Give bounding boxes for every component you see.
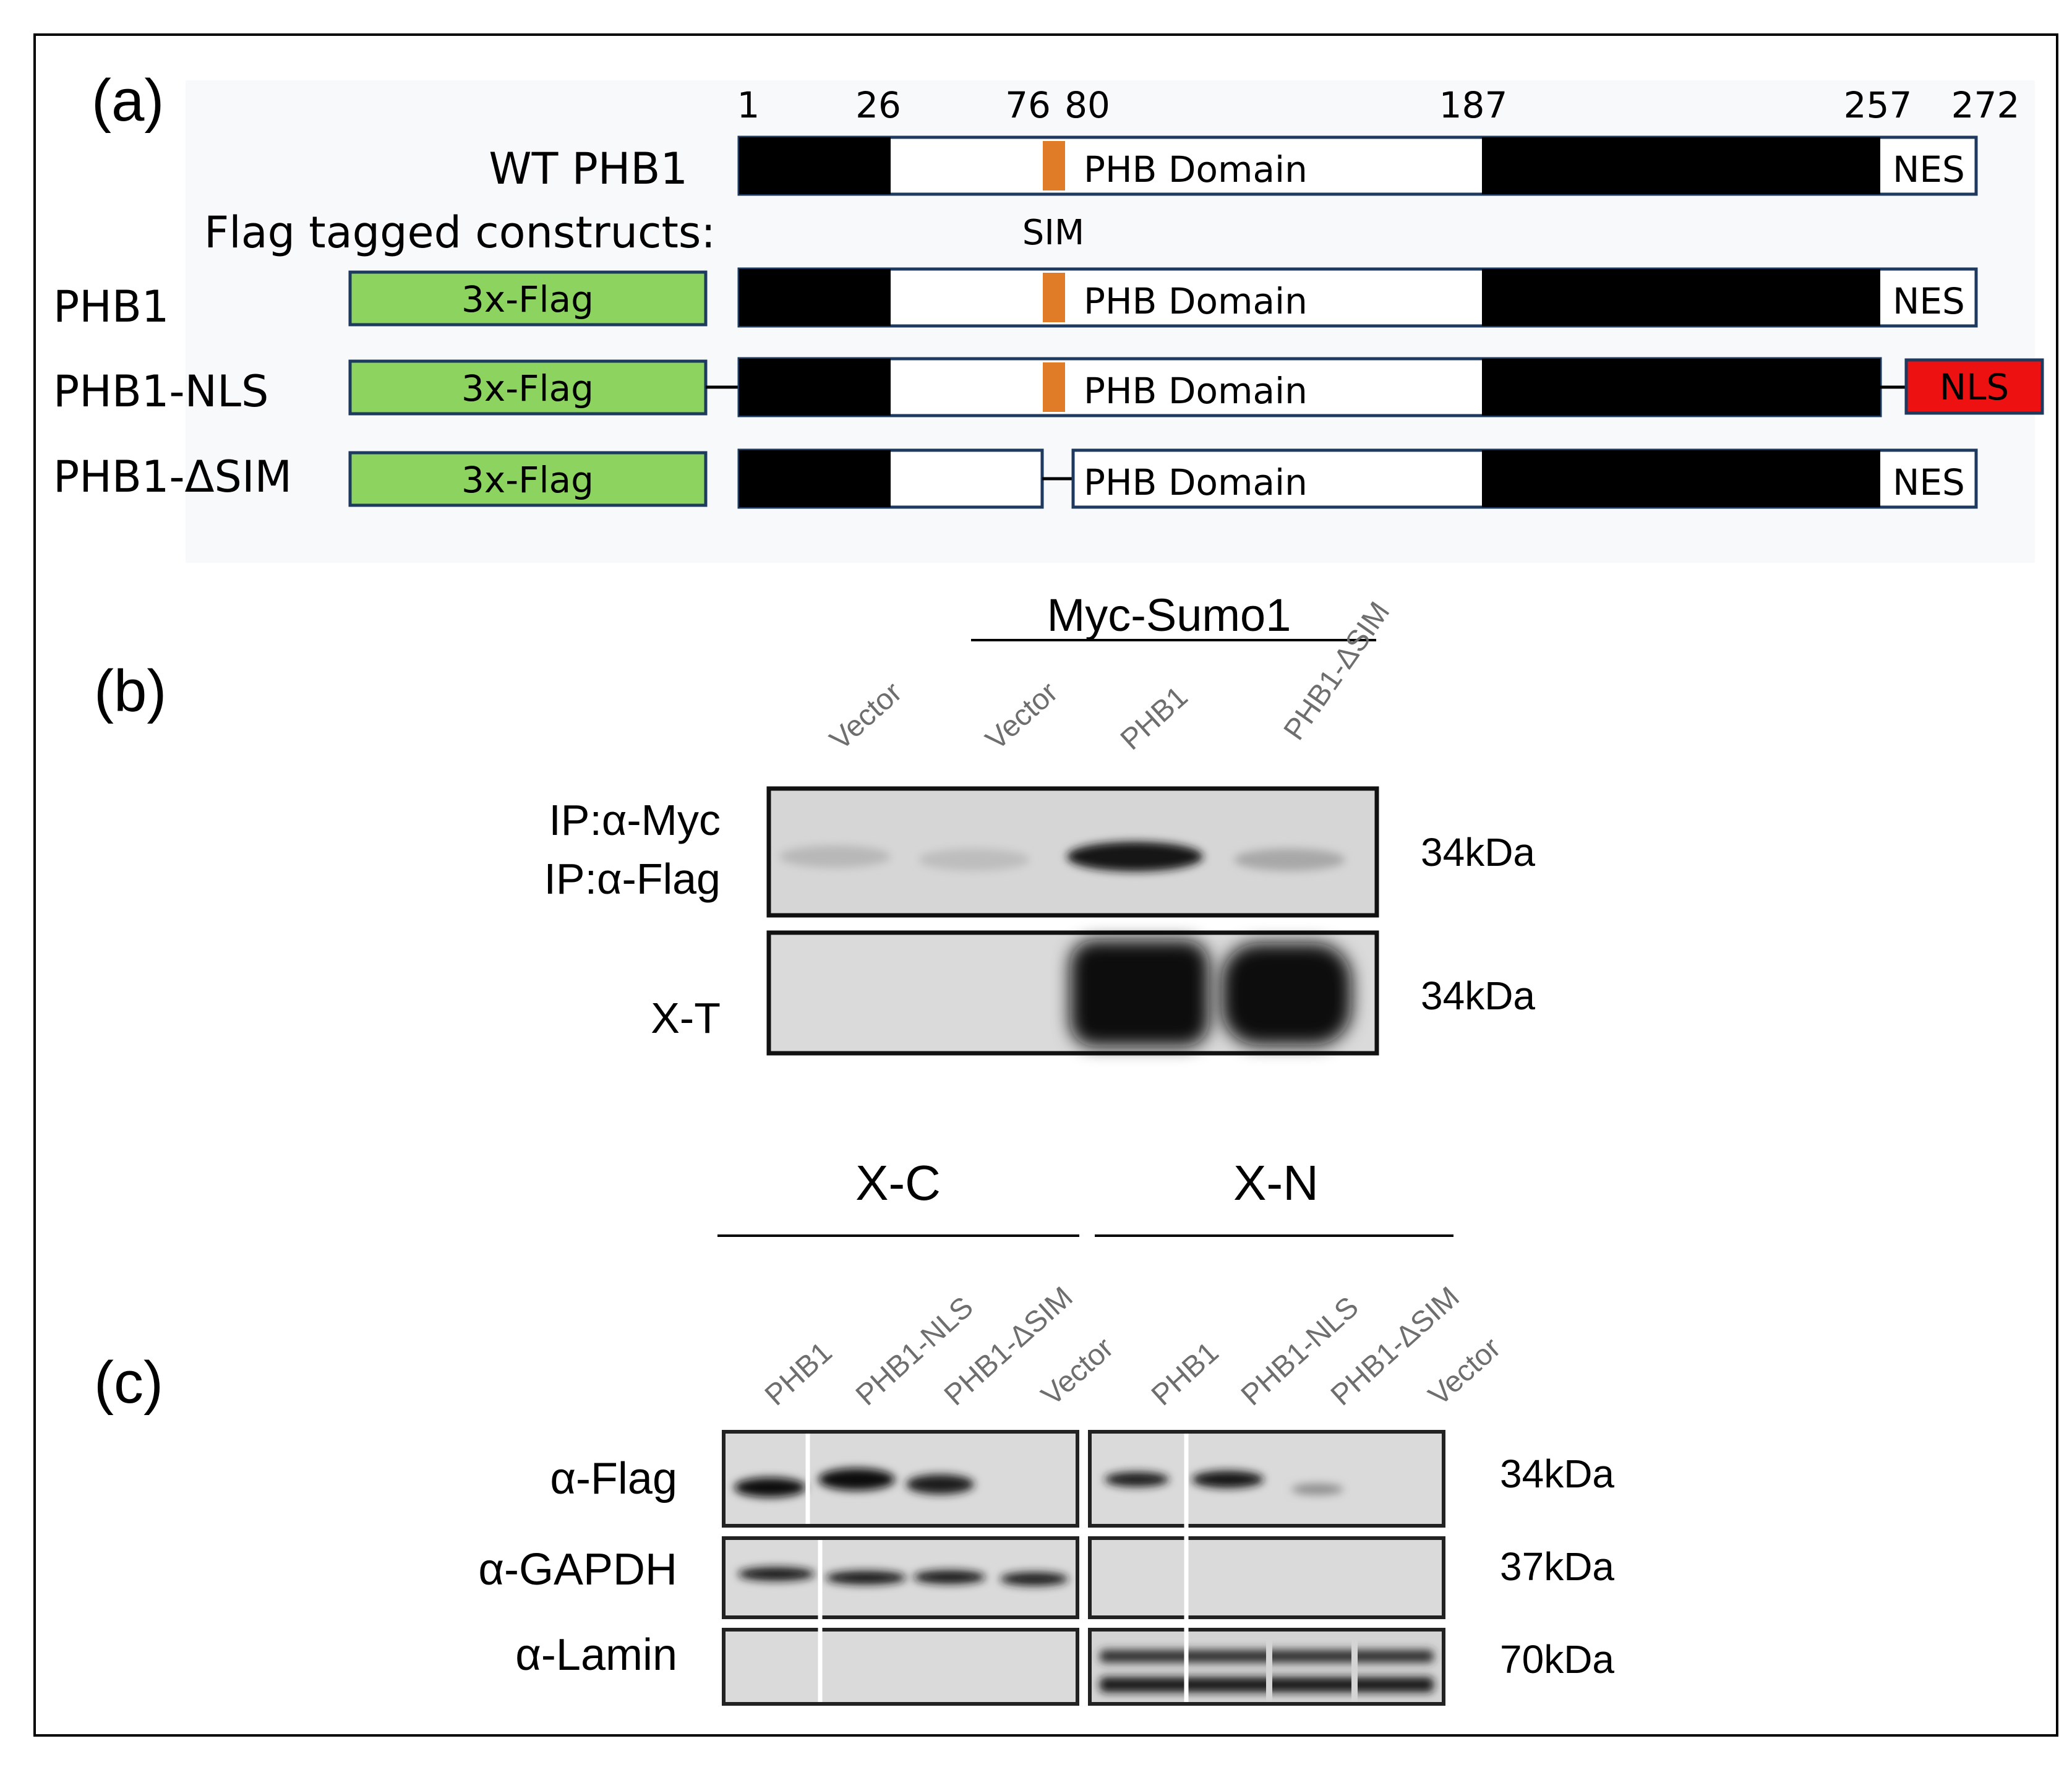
xc-gapdh-band-1 <box>738 1567 815 1581</box>
blot-c-size-flag: 34kDa <box>1500 1452 1614 1496</box>
blot-c-row-lamin-label: α-Lamin <box>515 1630 677 1680</box>
blot-c-row-gapdh-label: α-GAPDH <box>478 1545 677 1594</box>
construct-row-phb1-dsim: PHB1-ΔSIM <box>53 451 292 502</box>
blot-b-row1 <box>766 786 1379 918</box>
dsim-domain-label: PHB Domain <box>1084 461 1308 503</box>
residue-positions: 1 26 76 80 187 257 272 <box>737 84 2020 126</box>
flag-tag-phb1-dsim <box>348 451 708 507</box>
wt-phb1-label: WT PHB1 <box>489 143 688 194</box>
flag-label-phb1-nls: 3x-Flag <box>461 367 594 409</box>
wt-phb1-bar: PHB Domain NES <box>737 135 1978 196</box>
flag-label-phb1: 3x-Flag <box>461 278 594 320</box>
nls-label: NLS <box>1940 366 2010 408</box>
xc-gapdh-band-4 <box>1000 1572 1068 1586</box>
position-257: 257 <box>1844 84 1912 126</box>
constructs-header: Flag tagged constructs: <box>204 207 716 258</box>
phb1-nls-sim-box <box>1043 362 1065 412</box>
x-c-group-label: X-C <box>855 1155 941 1210</box>
flag-label-phb1-dsim: 3x-Flag <box>461 459 594 501</box>
wt-segment-1-26 <box>739 137 891 194</box>
construct-row-phb1: PHB1 <box>53 281 169 332</box>
phb1-bar: PHB Domain NES <box>737 267 1978 328</box>
blot-b-row1-label-2: IP:α-Flag <box>544 855 721 903</box>
dsim-segment-187-257 <box>1482 450 1880 507</box>
wt-sim-box <box>1043 141 1065 190</box>
xc-flag-band-3 <box>906 1474 974 1494</box>
band-b2-lane3 <box>1070 940 1209 1046</box>
position-272: 272 <box>1951 84 2020 126</box>
phb1-nes-label: NES <box>1893 280 1965 322</box>
sim-label: SIM <box>1022 213 1084 253</box>
band-b1-lane4 <box>1234 849 1345 871</box>
blot-b-row2 <box>766 930 1379 1056</box>
blot-b-row2-size: 34kDa <box>1421 973 1535 1018</box>
band-b2-lane4 <box>1222 943 1351 1045</box>
xc-flag-band-1 <box>734 1478 806 1497</box>
blot-c-row-flag-label: α-Flag <box>550 1454 677 1503</box>
phb1-nls-bar: PHB Domain <box>737 357 1882 417</box>
xn-flag-band-3 <box>1291 1484 1343 1495</box>
phb1-domain-label: PHB Domain <box>1084 280 1308 322</box>
position-1: 1 <box>737 84 760 126</box>
xc-gapdh-band-3 <box>914 1570 985 1584</box>
phb1-sim-box <box>1043 273 1065 322</box>
wt-nes-label: NES <box>1893 148 1965 190</box>
nls-box <box>1904 358 2044 415</box>
phb1-segment-187-257 <box>1482 269 1880 326</box>
xc-lamin-membrane <box>722 1628 1079 1706</box>
blot-c-size-gapdh: 37kDa <box>1500 1544 1614 1589</box>
blot-b-row1-size: 34kDa <box>1421 830 1535 875</box>
phb1-nls-segment-187-257 <box>1482 359 1880 416</box>
blot-b-row2-label: X-T <box>651 994 721 1042</box>
blot-c-xc <box>722 1430 1079 1706</box>
blot-c-size-lamin: 70kDa <box>1500 1637 1614 1682</box>
phb1-dsim-bar: PHB Domain NES <box>737 448 1978 509</box>
band-b1-lane1 <box>779 845 891 868</box>
panel-c-letter: (c) <box>94 1349 163 1416</box>
blot-b-row1-label-1: IP:α-Myc <box>549 796 721 844</box>
dsim-nes-label: NES <box>1893 461 1965 503</box>
phb1-nls-segment-1-26 <box>739 359 891 416</box>
myc-sumo1-label: Myc-Sumo1 <box>1047 589 1291 641</box>
x-n-group-label: X-N <box>1233 1155 1319 1210</box>
xn-flag-band-1 <box>1105 1472 1169 1487</box>
xn-gapdh-membrane <box>1088 1536 1445 1619</box>
blot-c-xn <box>1088 1430 1445 1706</box>
wt-segment-187-257 <box>1482 137 1880 194</box>
xc-gapdh-band-2 <box>826 1571 906 1585</box>
position-80: 80 <box>1064 84 1110 126</box>
xn-flag-band-2 <box>1192 1471 1264 1488</box>
position-76: 76 <box>1005 84 1051 126</box>
flag-tag-phb1 <box>348 270 708 327</box>
xc-flag-band-2 <box>818 1468 895 1491</box>
wt-domain-label: PHB Domain <box>1084 148 1308 190</box>
phb1-segment-1-26 <box>739 269 891 326</box>
dsim-segment-1-26 <box>739 450 891 507</box>
phb1-nls-domain-label: PHB Domain <box>1084 370 1308 412</box>
band-b1-lane3 <box>1067 842 1203 871</box>
band-b1-lane2 <box>918 849 1030 871</box>
construct-row-phb1-nls: PHB1-NLS <box>53 366 268 417</box>
panel-a-letter: (a) <box>92 67 164 134</box>
position-26: 26 <box>855 84 901 126</box>
panel-b-letter: (b) <box>94 658 166 724</box>
position-187: 187 <box>1439 84 1508 126</box>
